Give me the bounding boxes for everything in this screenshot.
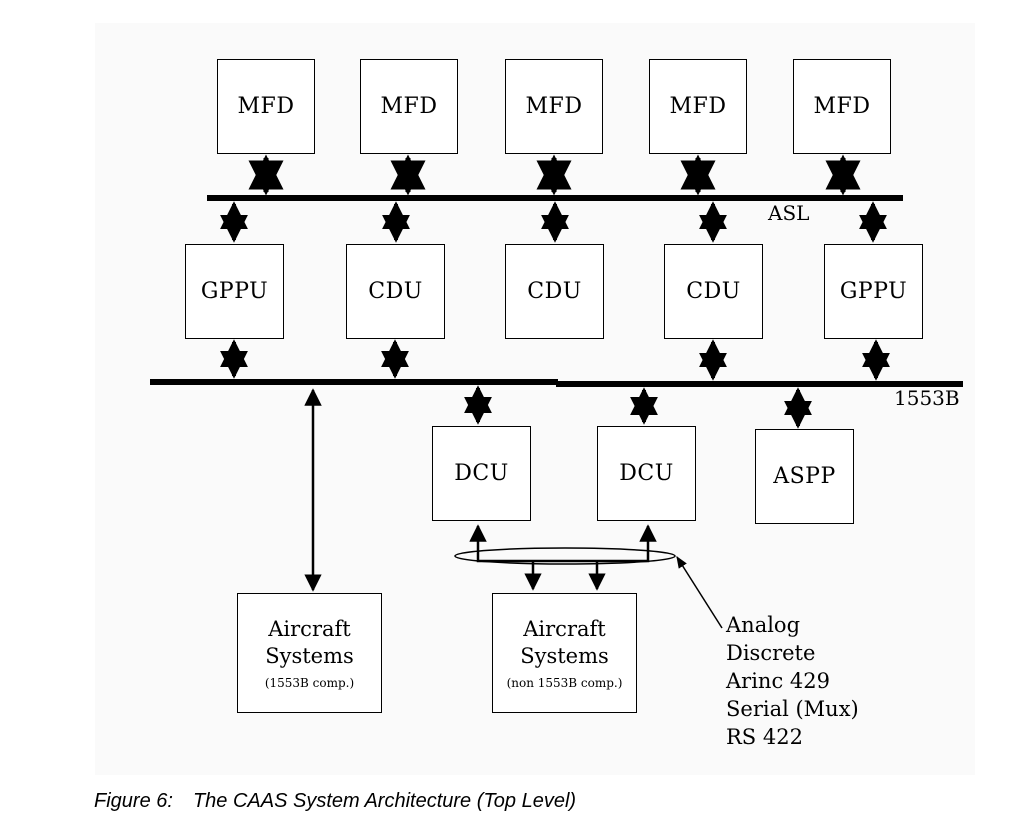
interface-list: Analog Discrete Arinc 429 Serial (Mux) R… bbox=[726, 611, 859, 751]
mfd-box: MFD bbox=[793, 59, 891, 154]
mfd-box: MFD bbox=[217, 59, 315, 154]
aircraft-systems-1553b-box: Aircraft Systems (1553B comp.) bbox=[237, 593, 382, 713]
gppu-box: GPPU bbox=[824, 244, 923, 339]
aircraft-systems-title: Aircraft bbox=[523, 617, 606, 641]
figure-title: The CAAS System Architecture (Top Level) bbox=[192, 790, 577, 812]
cdu-box: CDU bbox=[664, 244, 763, 339]
interface-item: Analog bbox=[726, 613, 801, 637]
aspp-label: ASPP bbox=[773, 464, 836, 489]
mfd-asl-links bbox=[248, 154, 861, 196]
dcu-label: DCU bbox=[619, 461, 674, 486]
aspp-box: ASPP bbox=[755, 429, 854, 524]
mil1553-bus-label: 1553B bbox=[894, 386, 960, 410]
mfd-box: MFD bbox=[505, 59, 603, 154]
dcu-label: DCU bbox=[454, 461, 509, 486]
processor-label: GPPU bbox=[839, 279, 908, 304]
gppu-box: GPPU bbox=[185, 244, 284, 339]
mfd-label: MFD bbox=[813, 94, 871, 119]
processor-label: GPPU bbox=[200, 279, 269, 304]
figure-number: Figure 6: bbox=[94, 790, 173, 812]
interface-item: Discrete bbox=[726, 641, 816, 665]
processor-label: CDU bbox=[686, 279, 741, 304]
cdu-box: CDU bbox=[505, 244, 604, 339]
mfd-label: MFD bbox=[380, 94, 438, 119]
aircraft-systems-compat: (non 1553B comp.) bbox=[506, 676, 623, 690]
aircraft-systems-subtitle: Systems bbox=[520, 644, 609, 668]
interface-item: Arinc 429 bbox=[726, 669, 830, 693]
interface-item: Serial (Mux) bbox=[726, 697, 859, 721]
processor-label: CDU bbox=[368, 279, 423, 304]
aircraft-systems-subtitle: Systems bbox=[265, 644, 354, 668]
bus-unit-links bbox=[464, 385, 812, 429]
aircraft-systems-title: Aircraft bbox=[268, 617, 351, 641]
processor-label: CDU bbox=[527, 279, 582, 304]
interface-harness bbox=[454, 547, 676, 565]
mfd-box: MFD bbox=[649, 59, 747, 154]
interface-pointer bbox=[676, 555, 723, 629]
interface-item: RS 422 bbox=[726, 725, 803, 749]
harness-links bbox=[469, 524, 657, 591]
mfd-label: MFD bbox=[669, 94, 727, 119]
asl-bus-label: ASL bbox=[768, 201, 810, 225]
asl-processor-links bbox=[220, 201, 887, 243]
aircraft-systems-non1553b-box: Aircraft Systems (non 1553B comp.) bbox=[492, 593, 637, 713]
aircraft-systems-compat: (1553B comp.) bbox=[264, 676, 355, 690]
mfd-label: MFD bbox=[237, 94, 295, 119]
dcu-box: DCU bbox=[597, 426, 696, 521]
cdu-box: CDU bbox=[346, 244, 445, 339]
figure-caption: Figure 6: The CAAS System Architecture (T… bbox=[94, 790, 576, 813]
processor-bus-links bbox=[220, 339, 890, 381]
mfd-box: MFD bbox=[360, 59, 458, 154]
dcu-box: DCU bbox=[432, 426, 531, 521]
mfd-label: MFD bbox=[525, 94, 583, 119]
